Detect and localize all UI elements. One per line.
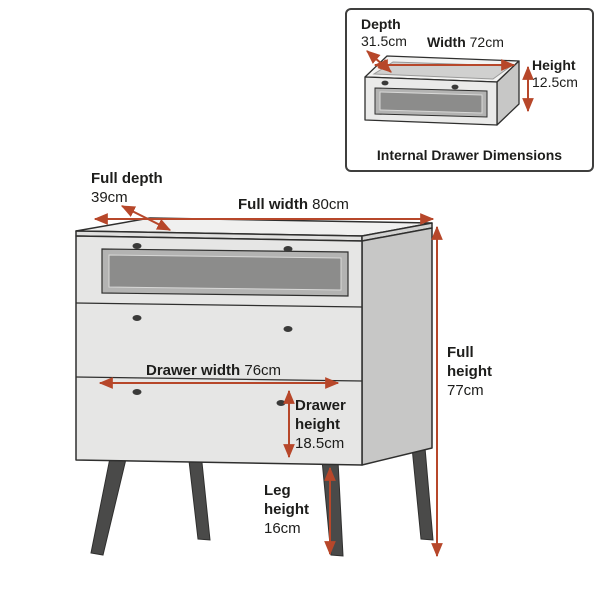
leg-front-right [321, 459, 344, 557]
knob-bottom-left [132, 389, 142, 395]
drawer-knob-left [381, 80, 389, 86]
knob-bottom-right [276, 400, 286, 406]
knob-middle-right [283, 326, 293, 332]
drawer-divider-top [75, 302, 363, 308]
leg-back-left [187, 451, 211, 541]
drawer-width-label: Drawer width 76cm [146, 362, 282, 379]
drawer-illustration [364, 50, 534, 126]
drawer-panel-inner [379, 91, 483, 114]
drawer-height-label: Drawer height 18.5cm [295, 397, 346, 452]
width-label: Width 72cm [427, 34, 504, 50]
glass-panel-inner [108, 254, 342, 291]
leg-back-right [411, 446, 434, 541]
knob-top-left [132, 243, 142, 249]
full-width-label: Full width 80cm [238, 196, 349, 213]
chest-side-face [361, 227, 433, 466]
inset-title: Internal Drawer Dimensions [376, 147, 563, 163]
knob-middle-left [132, 315, 142, 321]
internal-drawer-dimensions-panel: Depth 31.5cm Width 72cm Height 12.5cm In… [345, 8, 594, 172]
leg-front-left [90, 457, 127, 556]
drawer-knob-right [451, 84, 459, 90]
full-height-label: Full height 77cm [447, 344, 492, 399]
knob-top-right [283, 246, 293, 252]
full-depth-label: Full depth 39cm [91, 170, 163, 206]
leg-height-label: Leg height 16cm [264, 482, 309, 537]
depth-label: Depth 31.5cm [361, 16, 407, 49]
height-label: Height 12.5cm [532, 57, 578, 90]
